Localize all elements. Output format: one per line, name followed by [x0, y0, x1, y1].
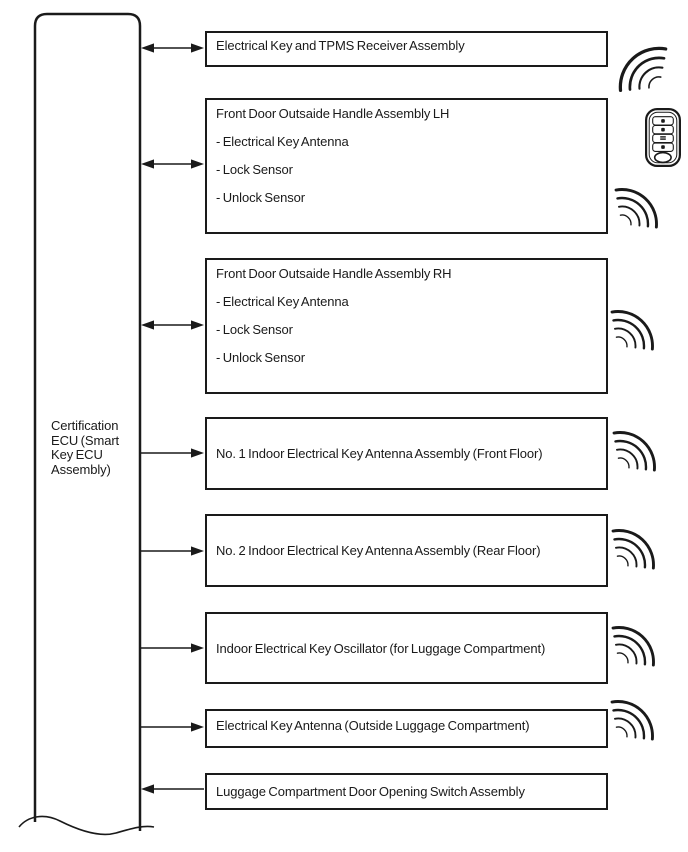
- box-title: No. 2 Indoor Electrical Key Antenna Asse…: [216, 543, 541, 558]
- box-title: Front Door Outsaide Handle Assembly LH: [216, 106, 450, 121]
- arrow-to-no2-antenna: [140, 546, 204, 556]
- box-indoor-key-oscillator-luggage: Indoor Electrical Key Oscillator (for Lu…: [205, 612, 608, 684]
- arrow-to-oscillator: [140, 643, 204, 653]
- arrow-bidirectional-handle-lh: [141, 159, 204, 169]
- arrow-bidirectional-receiver: [141, 43, 204, 53]
- ecu-box: [18, 12, 155, 836]
- radio-waves-icon-oscillator: [611, 626, 655, 667]
- box-title: Front Door Outsaide Handle Assembly RH: [216, 266, 452, 281]
- box-sub-item: - Electrical Key Antenna: [216, 134, 349, 149]
- radio-waves-icon-outside-antenna: [610, 700, 654, 741]
- ecu-label: Certification ECU (Smart Key ECU Assembl…: [51, 418, 120, 477]
- box-title: No. 1 Indoor Electrical Key Antenna Asse…: [216, 446, 543, 461]
- box-title: Luggage Compartment Door Opening Switch …: [216, 784, 525, 799]
- box-sub-item: - Lock Sensor: [216, 322, 293, 337]
- box-sub-item: - Electrical Key Antenna: [216, 294, 349, 309]
- arrow-to-outside-antenna: [140, 722, 204, 732]
- arrow-to-no1-antenna: [140, 448, 204, 458]
- box-title: Electrical Key and TPMS Receiver Assembl…: [216, 38, 465, 53]
- arrow-bidirectional-handle-rh: [141, 320, 204, 330]
- box-sub-item: - Unlock Sensor: [216, 190, 305, 205]
- box-front-door-outside-handle-rh: Front Door Outsaide Handle Assembly RH -…: [205, 258, 608, 394]
- box-luggage-door-opening-switch: Luggage Compartment Door Opening Switch …: [205, 773, 608, 810]
- box-no2-indoor-key-antenna: No. 2 Indoor Electrical Key Antenna Asse…: [205, 514, 608, 587]
- box-key-antenna-outside-luggage: Electrical Key Antenna (Outside Luggage …: [205, 709, 608, 748]
- radio-waves-icon-no2-antenna: [611, 529, 655, 570]
- box-front-door-outside-handle-lh: Front Door Outsaide Handle Assembly LH -…: [205, 98, 608, 234]
- radio-waves-icon-no1-antenna: [612, 431, 656, 472]
- radio-waves-icon-handle-rh: [610, 310, 654, 351]
- box-no1-indoor-key-antenna: No. 1 Indoor Electrical Key Antenna Asse…: [205, 417, 608, 490]
- box-title: Indoor Electrical Key Oscillator (for Lu…: [216, 640, 546, 656]
- box-sub-item: - Lock Sensor: [216, 162, 293, 177]
- radio-waves-icon-handle-lh: [614, 188, 658, 229]
- box-electrical-key-tpms-receiver: Electrical Key and TPMS Receiver Assembl…: [205, 31, 608, 67]
- ecu-torn-edge: [18, 815, 155, 836]
- radio-waves-from-key-icon: [618, 46, 668, 92]
- box-sub-item: - Unlock Sensor: [216, 350, 305, 365]
- arrow-from-luggage-switch: [141, 784, 204, 794]
- box-title: Electrical Key Antenna (Outside Luggage …: [216, 717, 530, 733]
- key-fob-icon: [645, 108, 681, 167]
